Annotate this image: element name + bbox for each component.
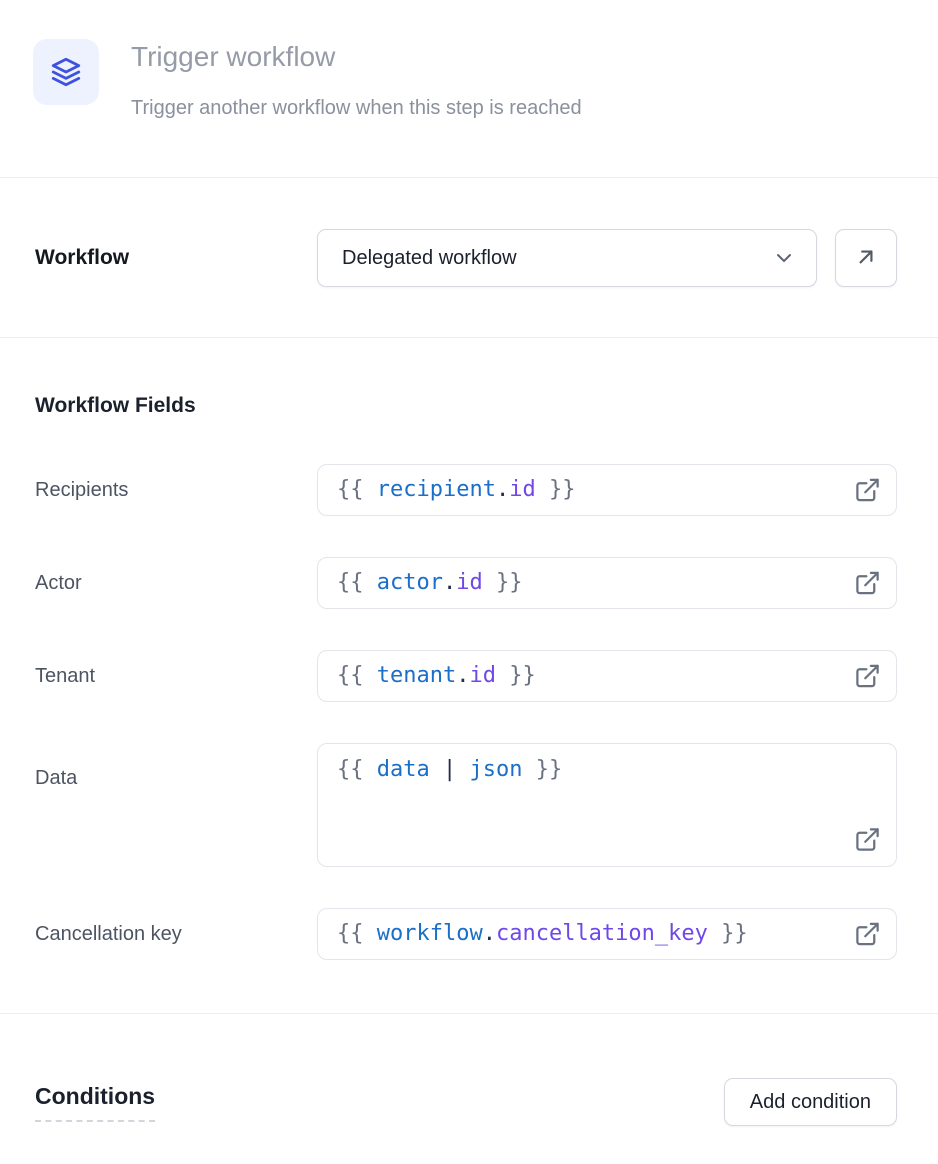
external-link-icon[interactable] <box>854 826 881 853</box>
workflow-select[interactable]: Delegated workflow <box>317 229 817 287</box>
cancellation-key-template-code: {{ workflow.cancellation_key }} <box>337 920 748 946</box>
step-icon-box <box>33 39 99 105</box>
field-row-cancellation-key: Cancellation key {{ workflow.cancellatio… <box>35 908 903 960</box>
data-template-input[interactable]: {{ data | json }} <box>317 743 897 867</box>
field-row-actor: Actor {{ actor.id }} <box>35 557 903 609</box>
workflow-fields-section: Workflow Fields Recipients {{ recipient.… <box>0 338 938 1014</box>
tenant-template-code: {{ tenant.id }} <box>337 662 536 688</box>
tenant-template-input[interactable]: {{ tenant.id }} <box>317 650 897 702</box>
add-condition-button[interactable]: Add condition <box>723 1078 897 1126</box>
tenant-label: Tenant <box>35 664 96 687</box>
page-subtitle: Trigger another workflow when this step … <box>131 97 582 120</box>
field-row-tenant: Tenant {{ tenant.id }} <box>35 650 903 702</box>
chevron-down-icon <box>772 246 796 270</box>
recipients-template-input[interactable]: {{ recipient.id }} <box>317 464 897 516</box>
workflow-label: Workflow <box>35 246 130 269</box>
actor-template-code: {{ actor.id }} <box>337 569 523 595</box>
actor-template-input[interactable]: {{ actor.id }} <box>317 557 897 609</box>
workflow-select-value: Delegated workflow <box>342 246 517 269</box>
workflow-select-section: Workflow Delegated workflow <box>0 178 938 338</box>
field-row-data: Data {{ data | json }} <box>35 743 903 867</box>
data-template-code: {{ data | json }} <box>337 757 563 782</box>
external-link-icon[interactable] <box>854 477 881 504</box>
external-link-icon[interactable] <box>854 570 881 597</box>
page-title: Trigger workflow <box>131 41 336 72</box>
cancellation-key-template-input[interactable]: {{ workflow.cancellation_key }} <box>317 908 897 960</box>
arrow-up-right-icon <box>853 244 879 273</box>
actor-label: Actor <box>35 571 82 594</box>
workflow-fields-heading: Workflow Fields <box>35 394 196 417</box>
cancellation-key-label: Cancellation key <box>35 922 182 945</box>
conditions-section: Conditions Add condition <box>0 1014 938 1126</box>
conditions-heading: Conditions <box>35 1083 156 1122</box>
data-label: Data <box>35 767 78 789</box>
panel-header: Trigger workflow Trigger another workflo… <box>0 0 938 178</box>
recipients-label: Recipients <box>35 478 129 501</box>
open-workflow-button[interactable] <box>835 229 897 287</box>
field-row-recipients: Recipients {{ recipient.id }} <box>35 464 903 516</box>
recipients-template-code: {{ recipient.id }} <box>337 476 576 502</box>
layers-icon <box>49 55 83 89</box>
external-link-icon[interactable] <box>854 663 881 690</box>
header-text: Trigger workflow Trigger another workflo… <box>131 39 582 177</box>
external-link-icon[interactable] <box>854 921 881 948</box>
